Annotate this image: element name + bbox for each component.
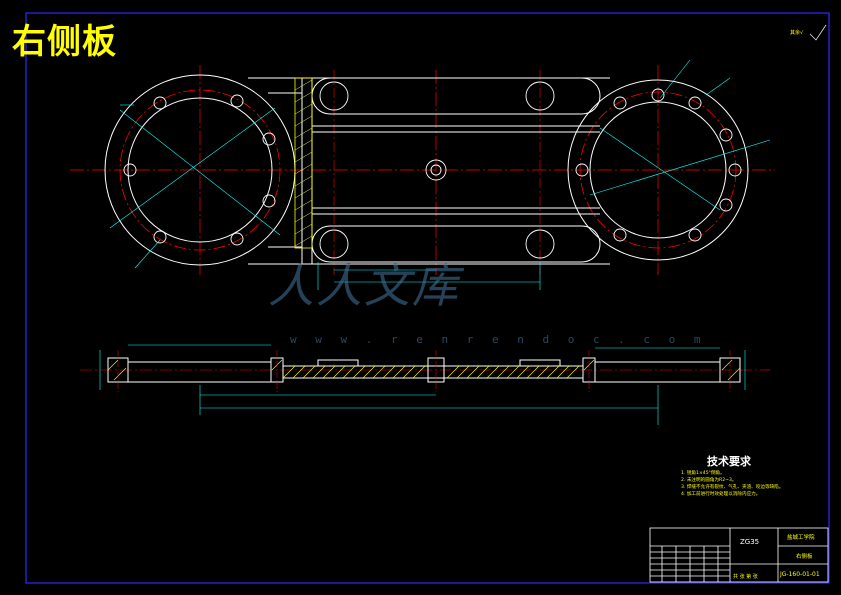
plate-holes — [319, 81, 555, 259]
section-hatching — [107, 359, 741, 381]
left-bolt-circle — [119, 89, 281, 251]
title-block-sheet-info: 共 张 第 张 — [733, 574, 758, 580]
watermark-brand: 人人文库 — [268, 259, 460, 313]
right-bolt-holes — [575, 88, 742, 242]
title-block-company: 盐城工学院 — [787, 535, 815, 541]
technical-requirements-list: 1. 锐角1×45°倒角。 2. 未注明的圆角为R2~3。 3. 焊缝不允许有裂… — [681, 470, 783, 498]
section-view — [80, 344, 770, 425]
requirement-item: 2. 未注明的圆角为R2~3。 — [681, 478, 737, 483]
technical-requirements-heading: 技术要求 — [707, 455, 751, 468]
left-bolt-holes — [123, 94, 276, 246]
right-hub-bore — [589, 101, 727, 239]
roughness-note: 其余√ — [790, 30, 804, 36]
connecting-plate — [248, 77, 610, 265]
title-block — [649, 527, 829, 583]
title-block-material: ZG35 — [740, 538, 760, 546]
right-bolt-circle — [579, 91, 737, 249]
requirement-item: 4. 加工前进行时效处理以消除内应力。 — [681, 492, 761, 497]
roughness-symbol-icon — [809, 24, 827, 41]
watermark-url: w w w . r e n r e n d o c . c o m — [290, 333, 707, 346]
hatched-rib — [294, 77, 313, 249]
title-block-part-name: 右侧板 — [796, 554, 813, 560]
drawing-border — [25, 12, 830, 584]
drawing-title: 右侧板 — [12, 22, 117, 62]
requirement-item: 3. 焊缝不允许有裂纹、气孔、夹渣、咬边等缺陷。 — [681, 485, 784, 490]
section-dimensions — [99, 344, 746, 425]
requirement-item: 1. 锐角1×45°倒角。 — [681, 471, 725, 476]
right-hub-outer — [567, 79, 749, 261]
title-block-drawing-code: JG-160-01-01 — [780, 571, 820, 578]
left-hub-bore — [127, 97, 273, 243]
top-view — [70, 59, 775, 290]
